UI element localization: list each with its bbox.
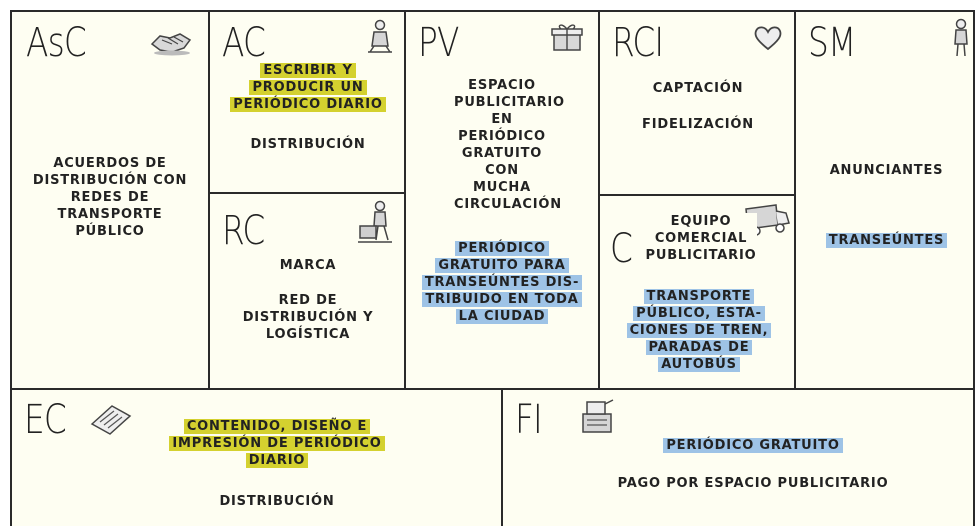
key-activities-item-highlight: ESCRIBIR Y PRODUCIR UN PERIÓDICO DIARIO bbox=[230, 63, 386, 112]
block-code-rci: RCI bbox=[612, 20, 664, 66]
value-proposition-item: ESPACIO PUBLICITARIO EN PERIÓDICO GRATUI… bbox=[454, 78, 565, 212]
channels-highlight: TRANSPORTE PÚBLICO, ESTA-CIONES DE TREN,… bbox=[626, 288, 772, 373]
block-code-fi: FI bbox=[515, 397, 543, 443]
cash-register-icon bbox=[582, 399, 614, 433]
value-proposition-item-highlight: PERIÓDICO GRATUITO PARA TRANSEÚNTES DIS-… bbox=[421, 241, 583, 324]
customer-relationships-item-retention: FIDELIZACIÓN bbox=[642, 117, 754, 132]
channels-item: EQUIPO COMERCIAL PUBLICITARIO bbox=[645, 213, 757, 264]
block-code-pv: PV bbox=[418, 20, 459, 66]
revenue-streams-highlight: PERIÓDICO GRATUITO bbox=[603, 437, 903, 454]
key-resources-item-brand: MARCA bbox=[279, 258, 337, 273]
revenue-streams-item-highlight: PERIÓDICO GRATUITO bbox=[663, 438, 843, 453]
key-partners-item: ACUERDOS DE DISTRIBUCIÓN CON REDES DE TR… bbox=[32, 156, 188, 239]
block-code-ec: EC bbox=[24, 397, 67, 443]
customer-relationships-item-acquisition: CAPTACIÓN bbox=[652, 81, 744, 96]
block-code-ac: AC bbox=[222, 20, 266, 66]
customer-segments-item-highlight: TRANSEÚNTES bbox=[825, 233, 948, 248]
key-activities-item: DISTRIBUCIÓN bbox=[250, 137, 366, 152]
cost-structure-highlight: CONTENIDO, DISEÑO E IMPRESIÓN DE PERIÓDI… bbox=[162, 418, 392, 469]
key-resources-item-network: RED DE DISTRIBUCIÓN Y LOGÍSTICA bbox=[242, 293, 374, 342]
block-value-proposition: PV ESPACIO PUBLICITARIO EN PERIÓDICO GRA… bbox=[404, 10, 600, 390]
block-key-activities: AC ESCRIBIR Y PRODUCIR UN PERIÓDICO DIAR… bbox=[208, 10, 406, 194]
cost-structure-item-highlight: CONTENIDO, DISEÑO E IMPRESIÓN DE PERIÓDI… bbox=[169, 419, 385, 468]
customer-segments-highlight: TRANSEÚNTES bbox=[804, 232, 969, 249]
block-channels: C EQUIPO COMERCIAL PUBLICITARIO TRANSPOR… bbox=[598, 194, 796, 390]
value-proposition-highlight: PERIÓDICO GRATUITO PARA TRANSEÚNTES DIS-… bbox=[418, 240, 586, 325]
customer-segments-item-advertisers: ANUNCIANTES bbox=[829, 163, 944, 178]
handshake-icon bbox=[150, 33, 192, 56]
cost-structure-item: DISTRIBUCIÓN bbox=[219, 494, 335, 509]
block-customer-relationships: RCI CAPTACIÓN FIDELIZACIÓN bbox=[598, 10, 796, 196]
block-code-c: C bbox=[610, 226, 633, 272]
receipt-icon bbox=[90, 405, 132, 435]
block-key-resources: RC MARCA RED DE DISTRIBUCIÓN Y LOGÍSTICA bbox=[208, 192, 406, 390]
block-code-sm: SM bbox=[808, 20, 856, 66]
gift-icon bbox=[551, 24, 583, 51]
block-customer-segments: SM ANUNCIANTES TRANSEÚNTES bbox=[794, 10, 975, 390]
worker-icon bbox=[368, 19, 392, 53]
key-activities-highlight: ESCRIBIR Y PRODUCIR UN PERIÓDICO DIARIO bbox=[220, 62, 396, 113]
revenue-streams-item: PAGO POR ESPACIO PUBLICITARIO bbox=[617, 476, 889, 491]
heart-icon bbox=[754, 26, 782, 51]
worker-with-bin-icon bbox=[358, 200, 392, 243]
block-code-rc: RC bbox=[222, 208, 265, 254]
block-code-asc: AsC bbox=[26, 20, 87, 66]
block-cost-structure: EC CONTENIDO, DISEÑO E IMPRESIÓN DE PERI… bbox=[10, 388, 503, 526]
person-icon bbox=[954, 18, 968, 57]
channels-item-highlight: TRANSPORTE PÚBLICO, ESTA-CIONES DE TREN,… bbox=[626, 289, 772, 372]
block-key-partners: AsC ACUERDOS DE DISTRIBUCIÓN CON REDES D… bbox=[10, 10, 210, 390]
block-revenue-streams: FI PERIÓDICO GRATUITO PAGO POR ESPACIO P… bbox=[501, 388, 975, 526]
